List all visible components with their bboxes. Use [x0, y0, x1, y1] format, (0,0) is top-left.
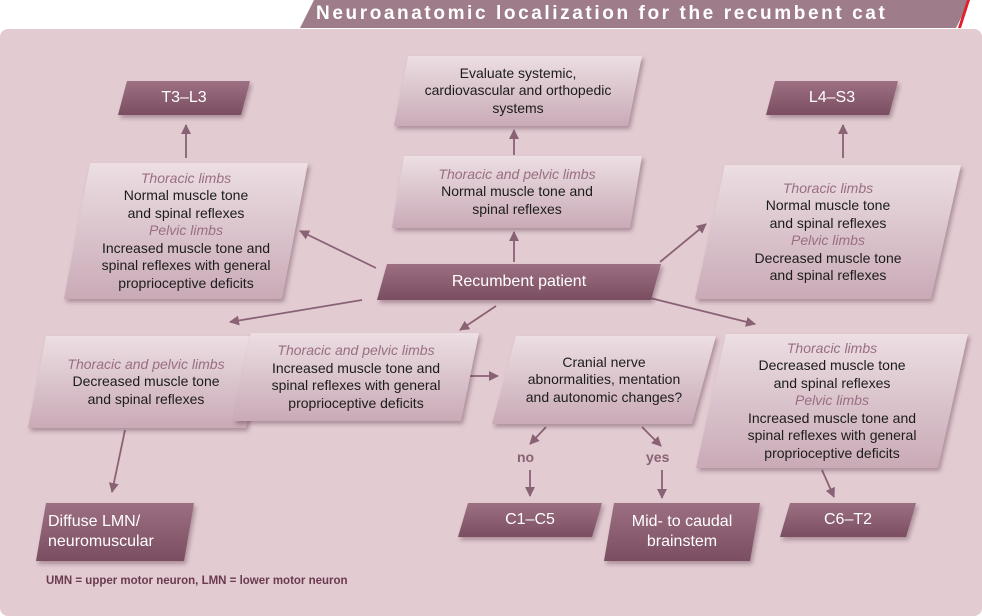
evaluate-line-1: Evaluate systemic,: [459, 64, 577, 81]
t3l3-box: T3–L3: [118, 81, 250, 115]
center-upper-heading: Thoracic and pelvic limbs: [438, 165, 596, 182]
arrow-to-diffuse: [108, 429, 126, 493]
midcaudal-box: Mid- to caudal brainstem: [604, 503, 760, 561]
right-lower-heading-2: Pelvic limbs: [795, 392, 869, 409]
no-label: no: [517, 449, 535, 465]
arrow-cranial-yes: [641, 426, 662, 447]
midcaudal-line-2: brainstem: [646, 533, 718, 550]
evaluate-line-2: cardiovascular and orthopedic: [424, 82, 612, 99]
c6t2-label: C6–T2: [823, 511, 873, 528]
right-lower-line-5: proprioceptive deficits: [764, 444, 900, 461]
right-upper-line-2: and spinal reflexes: [769, 214, 887, 231]
center-left-lower-box: Thoracic and pelvic limbs Increased musc…: [233, 333, 479, 421]
left-upper-line-2: and spinal reflexes: [127, 204, 245, 221]
diffuse-line-2: neuromuscular: [48, 533, 154, 550]
left-upper-box: Thoracic limbs Normal muscle tone and sp…: [64, 163, 308, 299]
right-upper-box: Thoracic limbs Normal muscle tone and sp…: [695, 165, 961, 299]
l4s3-label: L4–S3: [808, 89, 856, 106]
right-lower-line-4: spinal reflexes with general: [747, 427, 917, 444]
right-lower-line-1: Decreased muscle tone: [758, 357, 906, 374]
cranial-line-2: abnormalities, mentation: [527, 371, 681, 388]
arrow-to-right-upper: [659, 223, 707, 263]
arrow-to-center-left-lower: [459, 305, 497, 331]
center-left-lower-heading: Thoracic and pelvic limbs: [277, 342, 435, 358]
right-lower-line-2: and spinal reflexes: [773, 374, 891, 391]
center-left-lower-line-3: proprioceptive deficits: [288, 394, 424, 411]
diagram-title: Neuroanatomic localization for the recum…: [316, 3, 888, 24]
diffuse-line-1: Diffuse LMN/: [48, 513, 141, 530]
cranial-line-1: Cranial nerve: [562, 353, 646, 370]
left-lower-heading: Thoracic and pelvic limbs: [67, 355, 225, 372]
c1c5-label: C1–C5: [505, 511, 555, 528]
center-upper-line-1: Normal muscle tone and: [441, 183, 593, 200]
midcaudal-line-1: Mid- to caudal: [631, 513, 733, 530]
evaluate-box: Evaluate systemic, cardiovascular and or…: [394, 56, 642, 126]
right-upper-line-3: Decreased muscle tone: [754, 249, 902, 266]
recumbent-box: Recumbent patient: [377, 264, 661, 300]
right-lower-heading-1: Thoracic limbs: [786, 339, 878, 356]
right-upper-heading-2: Pelvic limbs: [791, 232, 865, 248]
cranial-question-box: Cranial nerve abnormalities, mentation a…: [492, 336, 716, 424]
right-upper-line-4: and spinal reflexes: [769, 267, 887, 283]
right-upper-heading-1: Thoracic limbs: [782, 179, 874, 196]
left-upper-heading-1: Thoracic limbs: [140, 169, 232, 186]
arrow-to-c6t2: [821, 469, 835, 498]
center-left-lower-line-2: spinal reflexes with general: [271, 377, 441, 393]
left-upper-line-4: spinal reflexes with general: [101, 257, 271, 274]
right-upper-line-1: Normal muscle tone: [765, 197, 891, 213]
arrow-to-right-lower: [649, 297, 756, 327]
diffuse-box: Diffuse LMN/ neuromuscular: [36, 503, 194, 561]
yes-label: yes: [646, 449, 670, 465]
left-upper-line-3: Increased muscle tone and: [101, 239, 271, 256]
t3l3-label: T3–L3: [161, 89, 207, 106]
arrow-cranial-no: [529, 426, 547, 445]
left-lower-box: Thoracic and pelvic limbs Decreased musc…: [28, 336, 264, 428]
l4s3-box: L4–S3: [766, 81, 898, 115]
left-upper-line-1: Normal muscle tone: [123, 187, 249, 204]
left-upper-heading-2: Pelvic limbs: [149, 222, 223, 239]
c6t2-box: C6–T2: [780, 503, 916, 537]
cranial-line-3: and autonomic changes?: [525, 388, 683, 405]
recumbent-label: Recumbent patient: [451, 273, 587, 290]
center-upper-box: Thoracic and pelvic limbs Normal muscle …: [392, 156, 642, 228]
right-lower-line-3: Increased muscle tone and: [747, 409, 917, 426]
c1c5-box: C1–C5: [458, 503, 602, 537]
center-upper-line-2: spinal reflexes: [472, 200, 562, 217]
right-lower-box: Thoracic limbs Decreased muscle tone and…: [696, 334, 968, 468]
title-bar: [300, 0, 970, 28]
left-lower-line-2: and spinal reflexes: [87, 390, 205, 407]
arrow-to-left-upper: [299, 230, 377, 269]
footnote: UMN = upper motor neuron, LMN = lower mo…: [46, 575, 348, 587]
evaluate-line-3: systems: [492, 99, 544, 116]
arrow-to-left-lower: [229, 299, 363, 326]
left-upper-line-5: proprioceptive deficits: [118, 274, 254, 291]
left-lower-line-1: Decreased muscle tone: [72, 373, 220, 390]
center-left-lower-line-1: Increased muscle tone and: [271, 359, 441, 376]
